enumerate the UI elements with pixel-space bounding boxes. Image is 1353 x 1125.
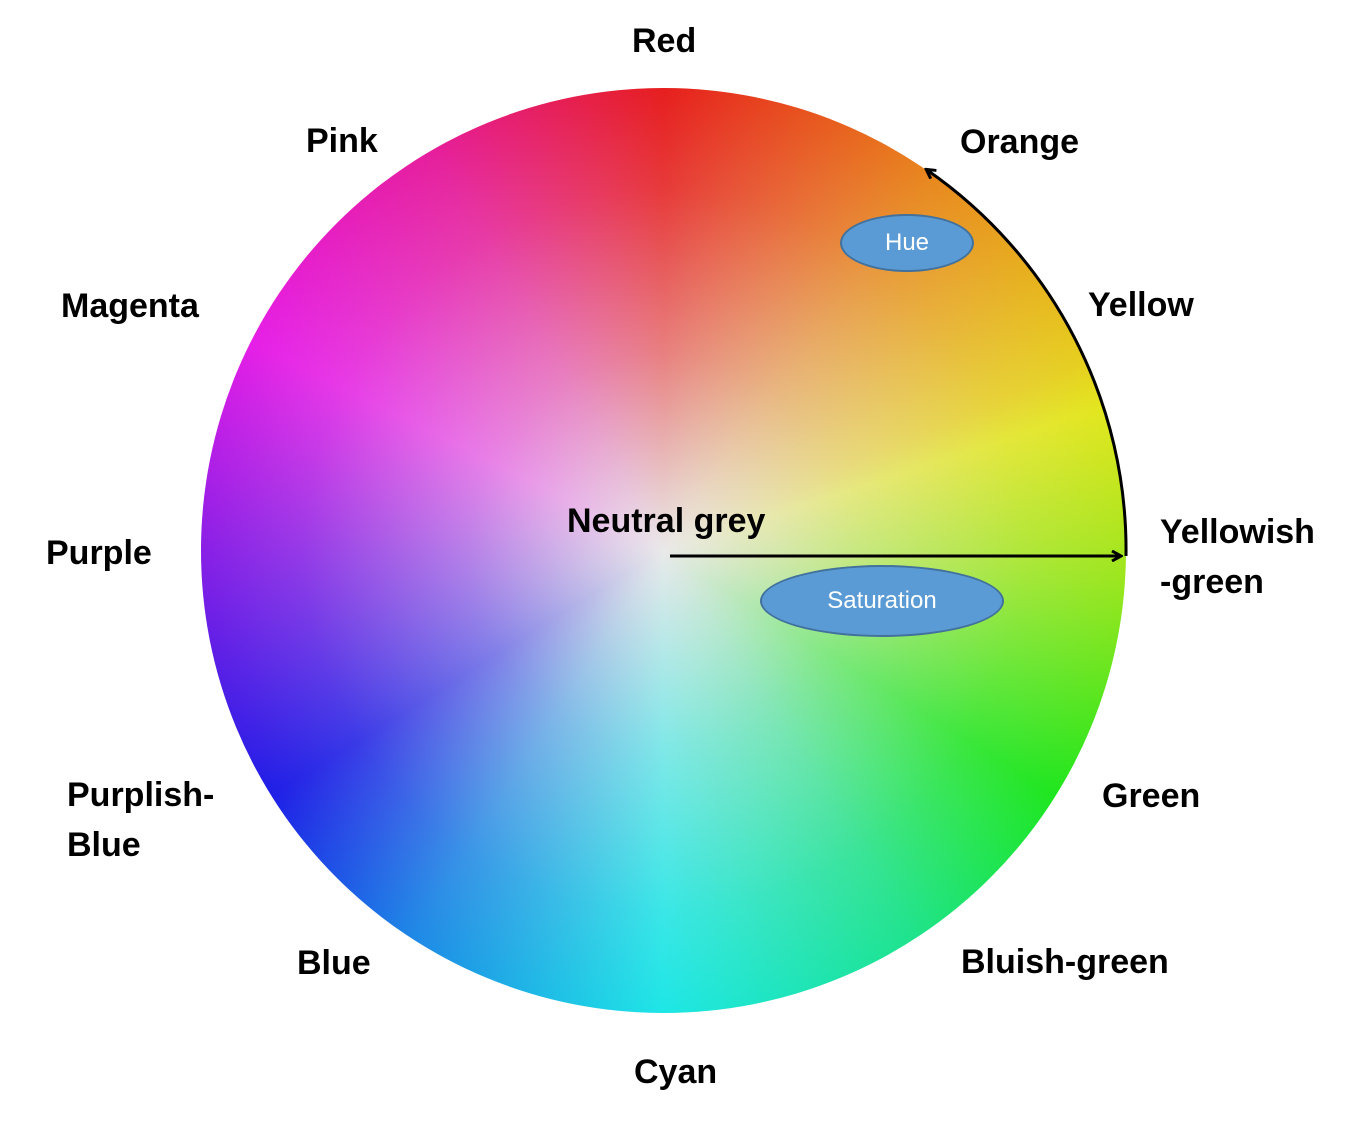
hue-badge: Hue (840, 214, 974, 272)
label-magenta: Magenta (61, 287, 199, 325)
label-yellowish-green-line2: -green (1160, 563, 1264, 601)
label-pink: Pink (306, 122, 378, 160)
label-yellowish-green-line1: Yellowish (1160, 513, 1315, 551)
label-purplish-blue-line2: Blue (67, 826, 141, 864)
label-neutral-grey: Neutral grey (567, 502, 766, 540)
label-red: Red (632, 22, 697, 60)
label-cyan: Cyan (634, 1053, 718, 1091)
label-bluish-green: Bluish-green (961, 943, 1169, 981)
label-purple: Purple (46, 534, 152, 572)
label-purplish-blue-line1: Purplish- (67, 776, 215, 814)
label-orange: Orange (960, 123, 1080, 161)
label-green: Green (1102, 777, 1201, 815)
saturation-badge: Saturation (760, 565, 1004, 637)
hue-arc-arrow (927, 170, 1128, 557)
hue-badge-text: Hue (884, 229, 930, 256)
label-blue: Blue (297, 944, 371, 982)
saturation-badge-text: Saturation (827, 587, 937, 614)
label-yellow: Yellow (1088, 286, 1194, 324)
